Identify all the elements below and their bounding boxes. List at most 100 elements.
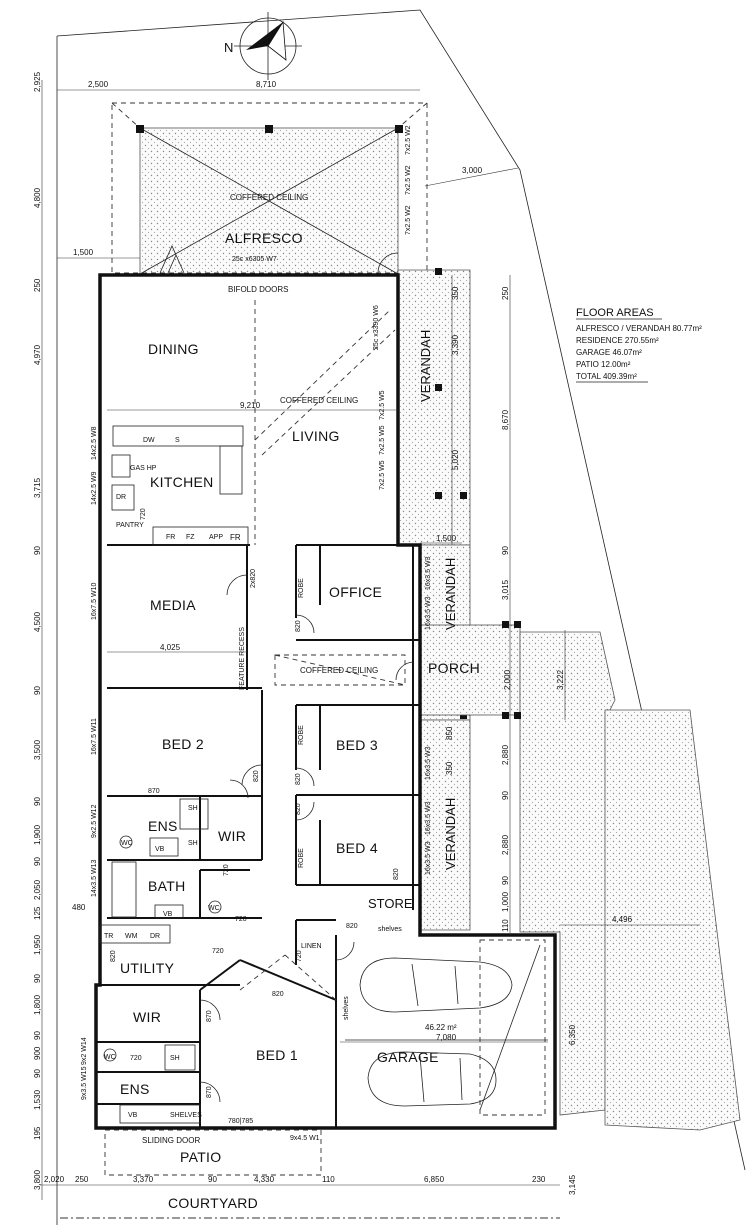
dim-left-11: 90	[33, 857, 42, 866]
linen-door-label: 720	[296, 950, 303, 962]
window-w2-label-3: 7x2.5 W2	[405, 205, 412, 235]
dim-bottom-7: 230	[532, 1175, 546, 1184]
sink-label: S	[175, 437, 180, 444]
dimensions-right: 250 8,670 90 3,015 3,222 2,880 90 2,880 …	[445, 275, 577, 1195]
bed2-label: BED 2	[162, 736, 204, 752]
dim-left-1: 4,800	[33, 187, 42, 208]
feature-recess-label: FEATURE RECESS	[239, 627, 246, 690]
alfresco-ceiling-label: COFFERED CEILING	[230, 193, 308, 202]
bed2-door-label: 820	[253, 770, 260, 782]
window-w3-label-5: 16x3.5 W3	[425, 841, 432, 875]
fridge-label-2: FR	[230, 533, 241, 542]
bed1-door-label: 820	[272, 991, 284, 998]
vanity-label-1: VB	[155, 846, 165, 853]
dim-right-8: 90	[501, 876, 510, 885]
dim-left-22: 3,800	[33, 1169, 42, 1190]
patio-area	[60, 1129, 560, 1219]
dim-width-4496: 4,496	[612, 915, 633, 924]
bed3-label: BED 3	[336, 737, 378, 753]
living-ceiling-label: COFFERED CEILING	[280, 396, 358, 405]
dim-top-2500: 2,500	[88, 80, 109, 89]
dim-top-8710: 8,710	[256, 80, 277, 89]
dim-left-21: 195	[33, 1126, 42, 1140]
dim-left-12: 2,050	[33, 879, 42, 900]
utility-door-2-label: 820	[110, 950, 117, 962]
dim-bottom-2: 3,370	[133, 1175, 154, 1184]
wir2-door-label: 870	[206, 1010, 213, 1022]
dim-right-11: 6,350	[568, 1024, 577, 1045]
office-ceiling-label: COFFERED CEILING	[300, 666, 378, 675]
window-w3-label-3: 16x3.5 W3	[425, 746, 432, 780]
dim-left-3: 4,970	[33, 344, 42, 365]
dim-width-9210: 9,210	[240, 401, 261, 410]
wc-label-3: WC	[104, 1054, 116, 1061]
shower-label-1b: SH	[188, 840, 198, 847]
dryer-label-2: DR	[150, 933, 160, 940]
window-w9-label: 14x2.5 W9	[91, 471, 98, 505]
dim-left-8: 3,500	[33, 739, 42, 760]
dim-ver-inner-3: 2,000	[503, 669, 512, 690]
bed1-slider-label: 780|785	[228, 1118, 253, 1125]
dim-width-4025: 4,025	[160, 643, 181, 652]
dim-left-17: 90	[33, 1031, 42, 1040]
shower-label-3: SH	[170, 1055, 180, 1062]
ens-shelves-label: SHELVES	[170, 1112, 202, 1119]
verandah-areas	[397, 268, 471, 931]
garage-area-label: 46.22 m²	[425, 1023, 457, 1032]
gas-hp-label: GAS HP	[130, 465, 157, 472]
window-w8-label: 14x2.5 W8	[91, 426, 98, 460]
hallway-ceiling-lines	[239, 300, 406, 1001]
site-boundary	[56, 9, 746, 1225]
ens1-door-label: 870	[148, 788, 160, 795]
dim-left-0: 2,925	[33, 71, 42, 92]
window-w11-label: 16x7.5 W11	[91, 718, 98, 755]
floor-area-line-3: PATIO 12.00m²	[576, 360, 631, 369]
verandah-label-3: VERANDAH	[443, 798, 458, 870]
washer-label: WM	[125, 933, 138, 940]
window-w5-label-3: 7x2.5 W5	[379, 460, 386, 490]
door-swings	[199, 252, 415, 1103]
dim-right-2: 90	[501, 546, 510, 555]
kitchen-fixtures: DW S GAS HP FR FZ APP FR DR PANTRY	[111, 425, 249, 546]
verandah-label-1: VERANDAH	[418, 330, 433, 402]
alfresco-label: ALFRESCO	[225, 230, 303, 246]
window-w3-label-1: 16x3.5 W3	[425, 556, 432, 590]
window-door-labels: 25c x6305 W7 25c x3390 W6 14x2.5 W8 14x2…	[81, 125, 432, 1142]
dim-bottom-0: 2,020	[44, 1175, 65, 1184]
dim-bottom-6: 6,850	[424, 1175, 445, 1184]
dim-width-7080: 7,080	[436, 1033, 457, 1042]
dim-left-2: 250	[33, 278, 42, 292]
patio-label: PATIO	[180, 1149, 221, 1165]
window-w3-label-2: 16x3.5 W3	[425, 596, 432, 630]
window-w1-label: 9x4.5 W1	[290, 1135, 320, 1142]
bed4-label: BED 4	[336, 840, 378, 856]
bed4-door-label: 820	[295, 803, 302, 815]
sliding-door-label: SLIDING DOOR	[142, 1136, 200, 1145]
dim-left-14: 1,950	[33, 934, 42, 955]
dim-right-1: 8,670	[501, 409, 510, 430]
dimensions-left: 2,925 4,800 250 4,970 3,715 90 4,500 90 …	[33, 71, 86, 1200]
appliance-label: APP	[209, 534, 223, 541]
window-w5-label-1: 7x2.5 W5	[379, 390, 386, 420]
north-arrow-icon: N	[224, 12, 302, 80]
office-label: OFFICE	[329, 584, 382, 600]
alfresco-area: COFFERED CEILING ALFRESCO	[111, 102, 428, 275]
dim-ver-inner-2: 5,020	[451, 449, 460, 470]
garage-label: GARAGE	[377, 1049, 439, 1065]
office-door-label: 820	[295, 620, 302, 632]
window-w10-label: 16x7.5 W10	[91, 583, 98, 620]
residence-walls	[94, 273, 557, 1130]
dim-bottom-5: 110	[322, 1175, 335, 1184]
porch-label: PORCH	[428, 660, 480, 676]
dim-left-16: 1,800	[33, 994, 42, 1015]
store-shelves-label: shelves	[378, 926, 402, 933]
bath-label: BATH	[148, 878, 186, 894]
dim-top-1500: 1,500	[73, 248, 94, 257]
room-labels: BIFOLD DOORS DINING LIVING COFFERED CEIL…	[120, 285, 480, 1211]
wir1-door-label: 720	[223, 864, 230, 876]
ens2-door-label: 870	[206, 1086, 213, 1098]
dim-ver-inner-4: 350	[445, 761, 454, 775]
garage: 46.22 m² GARAGE	[345, 939, 548, 1116]
garage-door-label: 820	[346, 923, 358, 930]
